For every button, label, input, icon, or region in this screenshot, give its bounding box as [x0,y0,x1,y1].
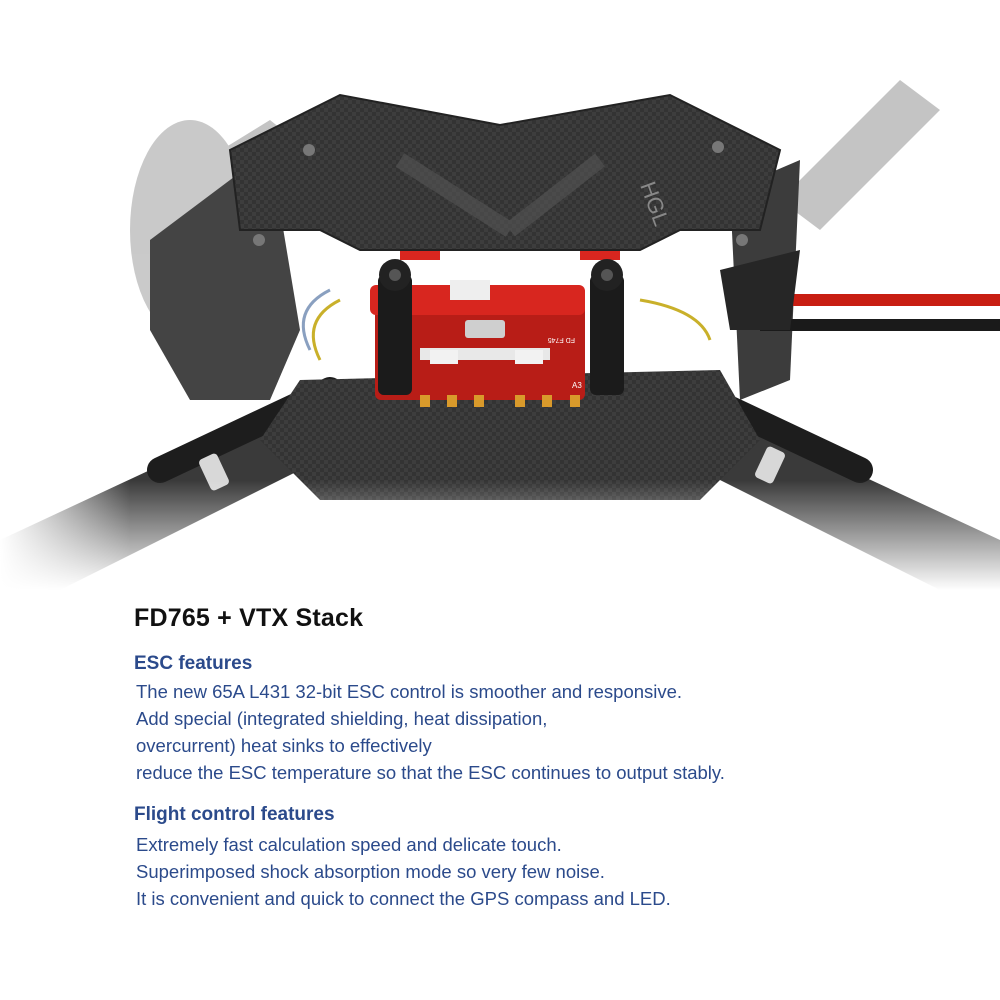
bottom-plate [260,370,760,500]
screw [253,234,265,246]
flight-section-heading: Flight control features [134,804,335,825]
wires [301,288,1000,361]
screw [736,234,748,246]
esc-line: reduce the ESC temperature so that the E… [136,762,725,783]
standoffs-black [378,259,624,395]
esc-line: Add special (integrated shielding, heat … [136,708,548,729]
fc-esc-stack: C4 A3 FD F745 [370,280,585,407]
esc-section-heading: ESC features [134,653,253,674]
esc-line: The new 65A L431 32-bit ESC control is s… [136,681,683,702]
product-photo: C4 A3 FD F745 HGL [0,0,1000,590]
product-title: FD765 + VTX Stack [134,604,364,632]
screw [303,144,315,156]
screw [712,141,724,153]
usb-port [465,320,505,338]
bumper [720,250,800,330]
top-plate [228,93,782,251]
flight-line: It is convenient and quick to connect th… [136,888,671,909]
esc-section-body: The new 65A L431 32-bit ESC control is s… [136,678,725,786]
pad-label-a3: A3 [572,381,582,390]
flight-line: Superimposed shock absorption mode so ve… [136,861,605,882]
flight-line: Extremely fast calculation speed and del… [136,834,562,855]
esc-line: overcurrent) heat sinks to effectively [136,735,432,756]
flight-section-body: Extremely fast calculation speed and del… [136,831,671,912]
board-marking: FD F745 [548,336,575,343]
